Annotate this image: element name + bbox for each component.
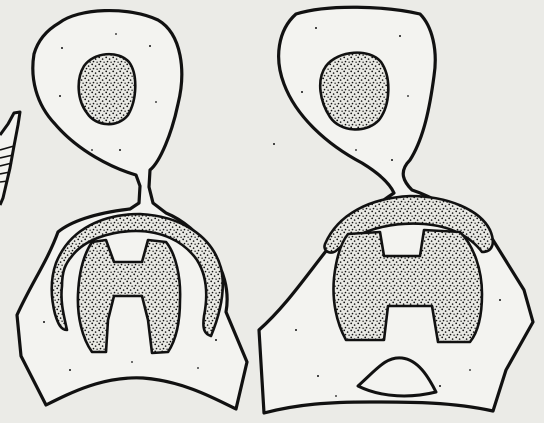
left-edge-fragment: [0, 112, 20, 205]
left-cell-panel: [17, 11, 247, 409]
right-cell-panel: [259, 7, 533, 413]
